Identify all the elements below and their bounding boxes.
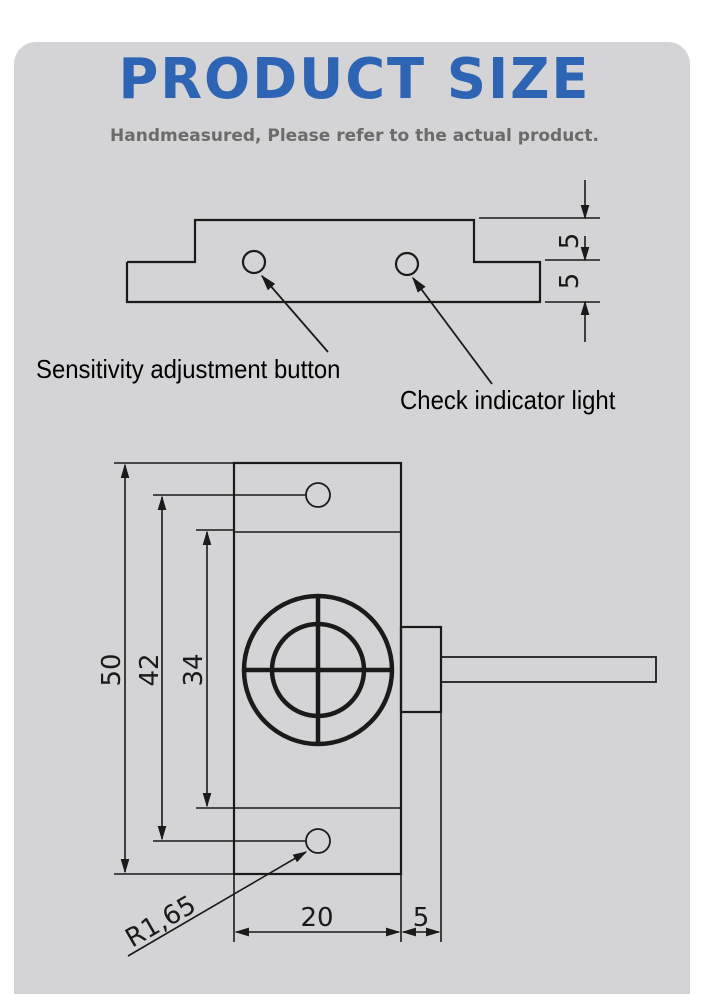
dim-side-bottom: 5 (555, 273, 585, 290)
sensitivity-button-hole (241, 249, 267, 275)
cable-gland (399, 625, 443, 714)
dim-cable-offset: 5 (413, 903, 430, 933)
side-view-dimension (479, 180, 600, 342)
callout-leaders (260, 274, 493, 385)
dim-side-top: 5 (555, 233, 585, 250)
dim-overall-height: 50 (97, 653, 127, 686)
label-indicator-light: Check indicator light (400, 385, 616, 415)
dim-inner-height: 34 (179, 653, 209, 686)
front-view-dimensions (114, 462, 442, 957)
cable (441, 656, 657, 683)
indicator-light-hole (394, 251, 420, 277)
dim-width: 20 (300, 903, 333, 933)
dim-hole-spacing: 42 (135, 653, 165, 686)
side-view-outline (125, 218, 542, 304)
page-title: PRODUCT SIZE (118, 47, 591, 112)
page-subtitle: Handmeasured, Please refer to the actual… (110, 126, 599, 146)
front-view (232, 461, 657, 876)
side-view (125, 218, 542, 304)
background-card (14, 42, 690, 994)
label-sensitivity-button: Sensitivity adjustment button (36, 354, 341, 384)
dim-hole-radius: R1,65 (121, 890, 202, 954)
mount-hole-top (305, 482, 331, 508)
mount-hole-bottom (305, 828, 331, 854)
